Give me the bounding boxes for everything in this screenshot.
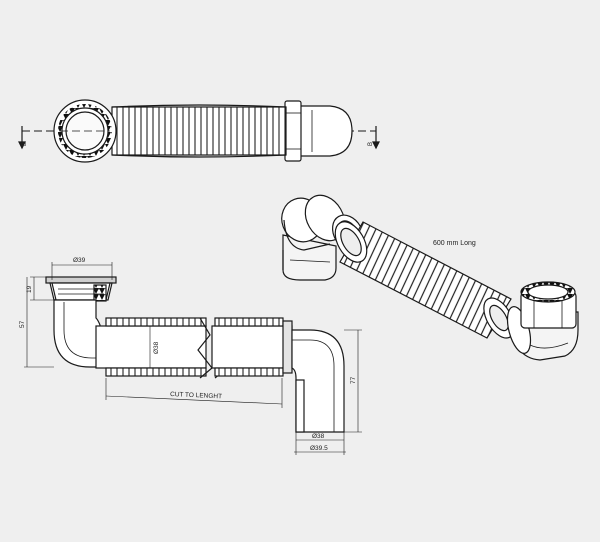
iso-right-trap xyxy=(506,281,579,361)
section-collar xyxy=(282,320,293,374)
section-top-fitting xyxy=(45,276,117,302)
section-pipe-right xyxy=(211,325,293,369)
section-view xyxy=(45,276,345,433)
section-marker-right xyxy=(372,126,380,150)
section-hose-ribs-bottom-right xyxy=(214,367,284,377)
top-hex-nut xyxy=(284,100,302,162)
dim-outlet-height: 57 xyxy=(19,320,26,328)
dim-outlet-outer: Ø39.5 xyxy=(310,445,328,452)
dim-drop-height: 77 xyxy=(350,376,357,384)
top-view: B B xyxy=(18,99,380,163)
section-mark-left: B xyxy=(22,142,28,146)
section-hose-ribs-bottom-left xyxy=(105,367,207,377)
dim-line-cut-length xyxy=(105,395,283,405)
iso-corrugated-hose xyxy=(334,221,515,339)
dimension-labels: Ø39 19 57 Ø38 CUT TO LENGHT 77 Ø38 Ø39.5 xyxy=(19,257,357,452)
iso-view: 600 mm Long xyxy=(281,194,579,361)
section-left-elbow xyxy=(53,299,101,368)
iso-length-note: 600 mm Long xyxy=(433,240,476,247)
top-corrugated-hose xyxy=(111,106,287,156)
dim-outlet-inner: Ø38 xyxy=(312,433,325,440)
dimensions xyxy=(24,262,362,455)
dim-pipe-diameter: Ø38 xyxy=(153,341,160,354)
dim-top-diameter: Ø39 xyxy=(73,257,86,264)
section-pipe-left xyxy=(95,325,207,369)
section-right-elbow xyxy=(291,329,345,433)
top-nozzle xyxy=(299,105,353,157)
section-break-line xyxy=(197,317,213,379)
section-hose-ribs-top-right xyxy=(214,317,284,327)
dim-cut-note: CUT TO LENGHT xyxy=(170,391,222,400)
section-mark-right: B xyxy=(368,142,374,146)
section-marker-left xyxy=(18,126,26,150)
dim-flange-height: 19 xyxy=(26,285,33,293)
section-hose-ribs-top-left xyxy=(105,317,207,327)
